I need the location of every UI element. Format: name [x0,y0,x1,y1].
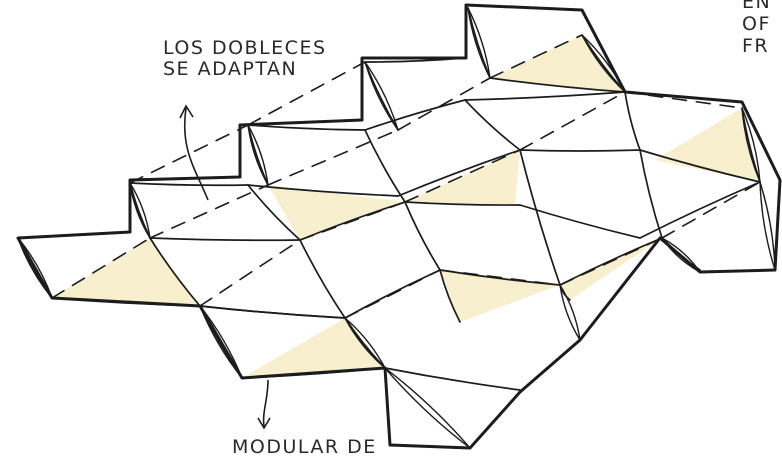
edge-leaf-stroke [759,181,776,271]
edge-leaf-stroke [17,237,53,299]
dashed-fold-line [519,91,626,151]
dashed-fold-line [404,149,521,203]
fold-line [519,204,641,239]
fold-line [639,149,761,183]
edge-leaf-stroke [559,284,581,341]
shaded-facet [655,108,760,182]
fold-line [404,201,441,271]
fold-line [149,237,201,307]
label-line: EN [742,0,772,13]
fold-line [364,61,399,131]
edge-leaf-stroke [661,237,701,273]
fold-line [247,184,301,241]
edge-leaf-stroke [559,284,581,341]
fold-line [489,77,626,93]
edge-leaf-stroke [384,367,471,449]
fold-line [129,182,249,187]
dashed-fold-line [624,91,743,109]
fold-line [364,129,406,203]
edge-leaf-stroke [364,61,399,131]
label-modular-truncated: MODULAR DE [232,436,377,458]
fold-line [247,124,269,186]
fold-line [199,305,346,319]
fold-line [364,99,466,131]
edge-leaf-stroke [247,124,269,186]
arrow-bottom-head [257,417,271,430]
dashed-fold-line [149,184,269,239]
dashed-fold-line [397,77,491,131]
fold-line [519,149,641,152]
edge-leaf-stroke [581,34,626,93]
dashed-fold-line [559,237,663,286]
edge-leaf-stroke [129,182,151,239]
edge-leaf-stroke [384,367,471,449]
fold-line [624,91,641,151]
shaded-facet [440,270,560,322]
edge-leaf-stroke [199,305,243,379]
fold-line [639,149,663,239]
dashed-fold-line [344,269,441,319]
outer-edges [16,3,782,450]
shaded-facet [405,150,520,205]
edge-leaf-stroke [17,237,53,299]
fold-line [519,149,561,286]
fold-line [247,124,366,131]
edge-leaf-stroke [344,317,386,369]
edge-leaf-stroke [199,305,243,379]
shaded-facet [242,318,385,378]
edge-leaf-stroke [741,107,761,183]
label-line: SE ADAPTAN [163,57,298,80]
fold-line [149,237,301,242]
dashed-fold-line [129,124,249,184]
dashed-fold-line [51,237,151,299]
fold-line [397,149,521,197]
edge-leaf-stroke [247,124,269,186]
shaded-facet [490,35,625,92]
fold-line [299,239,346,319]
fold-line [464,99,521,151]
dashed-fold-line [267,129,399,186]
label-line: LOS DOBLECES [163,37,327,59]
dashed-fold-line [299,201,406,241]
arrow-bottom-stem [262,379,269,427]
edge-leaf-stroke [759,181,776,271]
fold-line [639,181,761,239]
dashed-fold-line [439,269,561,286]
arrow-top-left-stem [183,107,209,201]
label-truncated-right: EN OF FR [742,0,771,58]
edge-leaf-stroke [661,237,701,273]
annotation-arrows [179,104,271,430]
fold-line [467,7,491,79]
dashed-fold-lines [51,34,761,319]
dashed-fold-line [661,181,761,239]
dashed-fold-line [489,34,583,79]
edge-leaf-stroke [364,61,399,131]
dashed-fold-line [247,61,366,126]
fold-line [384,367,521,391]
fold-line [404,201,521,206]
label-line: FR [742,34,770,57]
shaded-facet [268,185,405,240]
shaded-facet [52,238,200,306]
fold-line [439,269,461,323]
edge-leaf-stroke [741,107,761,183]
arrow-top-left-head [179,104,194,119]
label-folds-adapt: LOS DOBLECES SE ADAPTAN [163,38,327,80]
edge-leaf-stroke [467,7,491,79]
fold-line [464,91,626,101]
edge-leaf-stroke [581,34,626,93]
edge-leaf-stroke [129,182,151,239]
edge-leaf-stroke [467,7,491,79]
edge-leaf-stroke [344,317,386,369]
shaded-facets [52,35,760,378]
label-line: OF [742,12,771,35]
fold-line [129,182,151,239]
outer-edge [16,3,782,450]
shaded-facet [560,238,662,300]
dashed-fold-line [199,239,301,307]
